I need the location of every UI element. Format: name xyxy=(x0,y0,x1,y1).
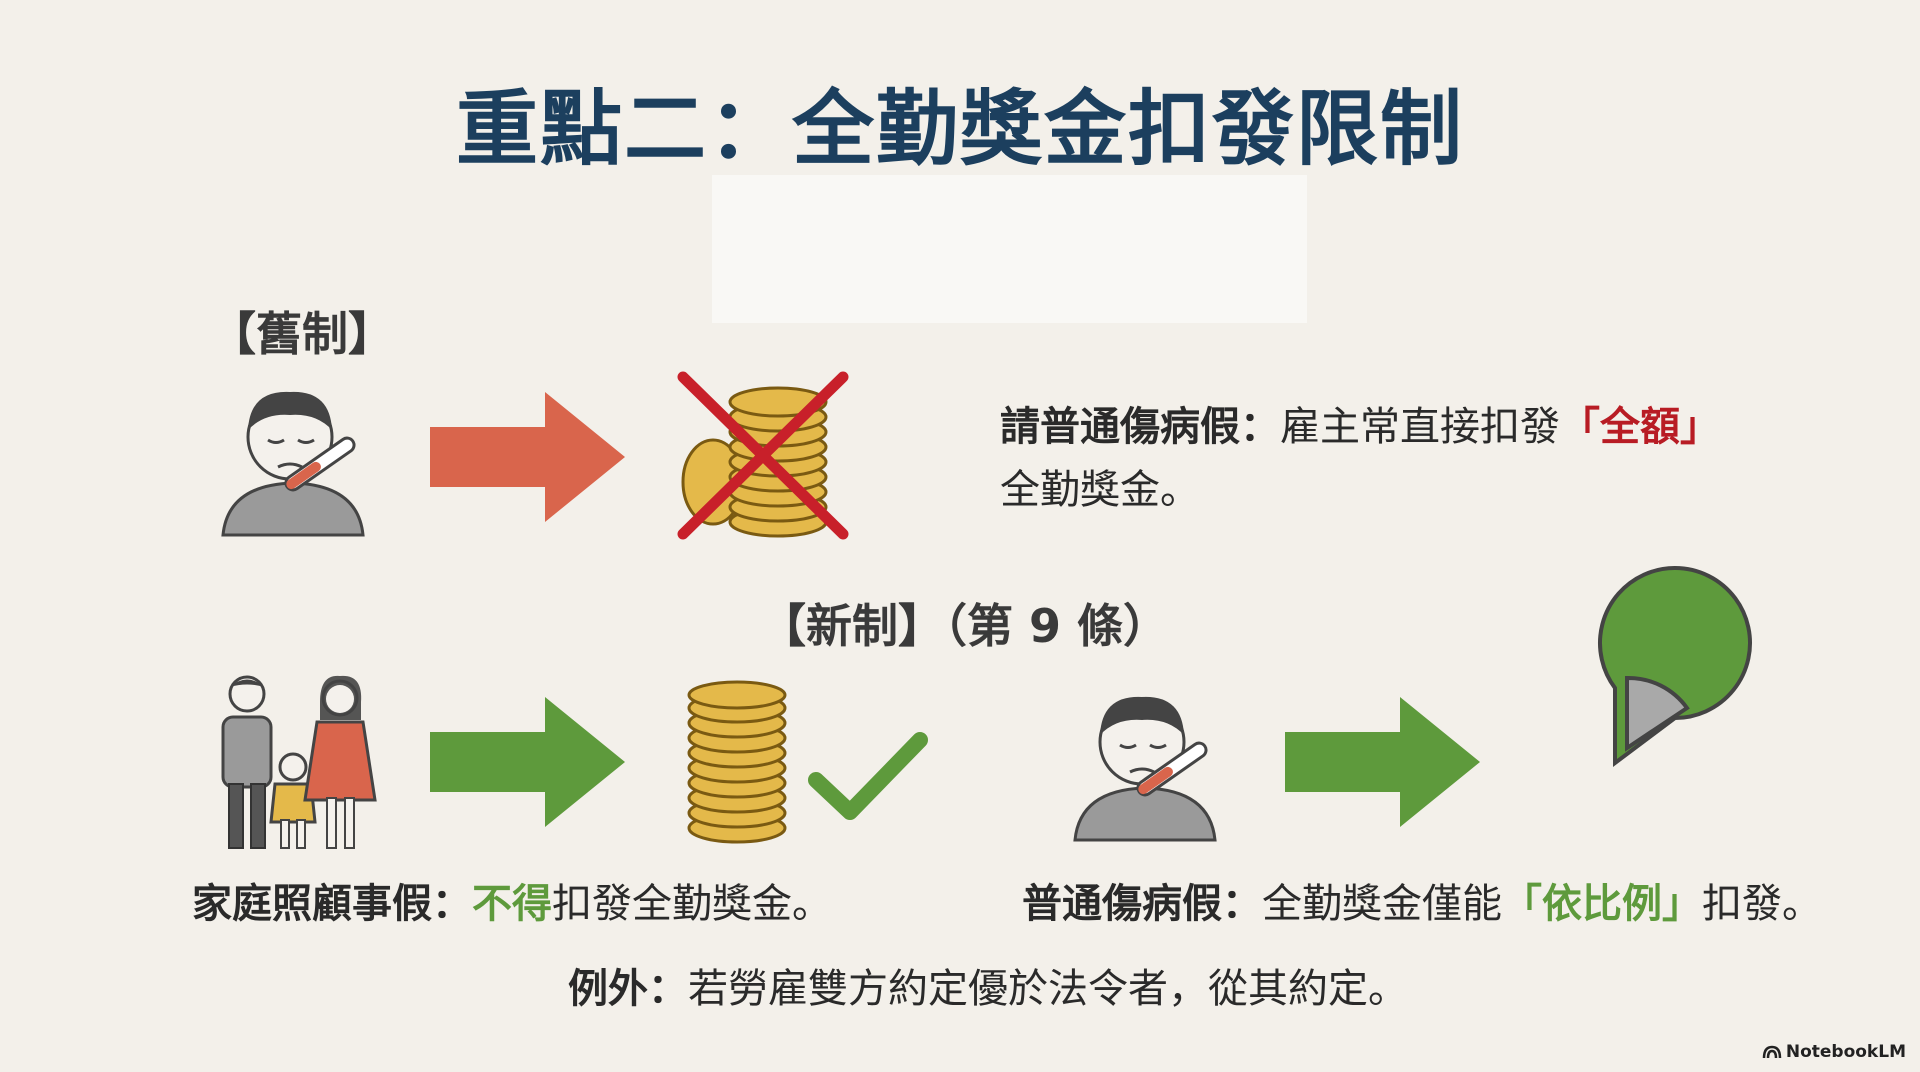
brand-name: NotebookLM xyxy=(1785,1042,1906,1062)
old-desc-text: 雇主常直接扣發 xyxy=(1280,404,1560,450)
arrow-right-icon xyxy=(430,392,625,522)
exception-bold: 例外： xyxy=(568,966,688,1012)
blank-panel xyxy=(712,175,1307,323)
notebooklm-brand: NotebookLM xyxy=(1762,1042,1906,1062)
family-icon xyxy=(221,675,377,849)
sick-text2: 扣發。 xyxy=(1702,881,1822,927)
sick-person-icon xyxy=(1073,696,1217,842)
sick-bold: 普通傷病假： xyxy=(1022,881,1262,927)
exception-note: 例外：若勞雇雙方約定優於法令者，從其約定。 xyxy=(568,962,1408,1016)
new-system-label: 【新制】（第 9 條） xyxy=(760,599,1170,653)
old-system-label: 【舊制】 xyxy=(210,307,394,361)
family-highlight: 不得 xyxy=(472,881,552,927)
old-desc-line2: 全勤獎金。 xyxy=(1000,467,1200,513)
old-system-description: 請普通傷病假：雇主常直接扣發「全額」 xyxy=(1000,400,1720,454)
family-text: 扣發全勤獎金。 xyxy=(552,881,832,927)
old-desc-highlight: 「全額」 xyxy=(1560,404,1720,450)
old-desc-bold: 請普通傷病假： xyxy=(1000,404,1280,450)
sick-highlight: 「依比例」 xyxy=(1502,881,1702,927)
crossed-coins-icon xyxy=(677,371,849,540)
exception-text: 若勞雇雙方約定優於法令者，從其約定。 xyxy=(688,966,1408,1012)
sick-leave-description: 普通傷病假：全勤獎金僅能「依比例」扣發。 xyxy=(1022,877,1822,931)
family-bold: 家庭照顧事假： xyxy=(192,881,472,927)
arrow-right-icon xyxy=(1285,697,1480,827)
partial-pie-icon xyxy=(1598,566,1752,767)
coins-stack-icon xyxy=(687,680,787,844)
arrow-right-icon xyxy=(430,697,625,827)
sick-text: 全勤獎金僅能 xyxy=(1262,881,1502,927)
notebooklm-logo-icon xyxy=(1762,1045,1782,1059)
page-title: 重點二：全勤獎金扣發限制 xyxy=(455,82,1464,177)
checkmark-icon xyxy=(808,732,928,820)
sick-person-icon xyxy=(221,391,365,537)
family-leave-description: 家庭照顧事假：不得扣發全勤獎金。 xyxy=(192,877,832,931)
